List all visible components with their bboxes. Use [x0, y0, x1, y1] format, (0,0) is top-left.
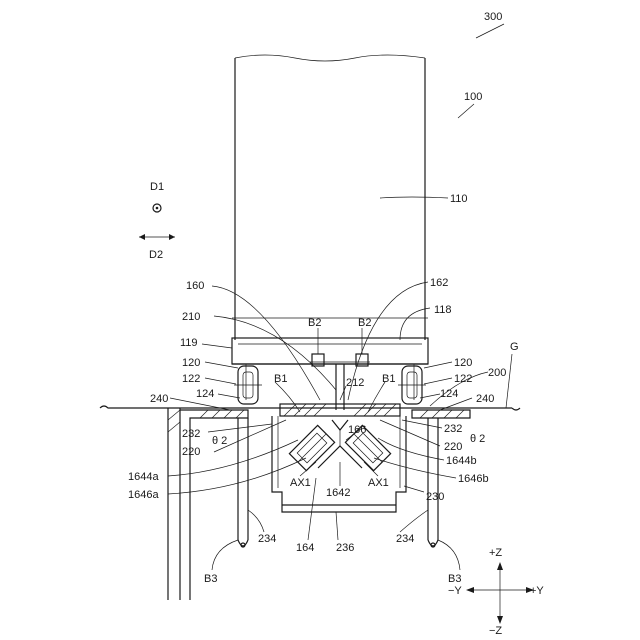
label-162: 162 — [430, 277, 448, 289]
label-232-right: 232 — [444, 423, 462, 435]
label-ax1-left: AX1 — [290, 477, 311, 489]
label-110: 110 — [450, 193, 468, 205]
label-d1: D1 — [150, 181, 164, 193]
base-frame — [232, 338, 428, 400]
label-166: 166 — [348, 424, 366, 436]
label-1642: 1642 — [326, 487, 350, 499]
label-124-right: 124 — [440, 388, 458, 400]
label-300: 300 — [484, 11, 502, 23]
label-b2-right: B2 — [358, 317, 371, 329]
label-122-left: 122 — [182, 373, 200, 385]
label-119: 119 — [180, 337, 198, 349]
anchor-bolt-right — [428, 418, 438, 547]
label-100: 100 — [464, 91, 482, 103]
label-b2-left: B2 — [308, 317, 321, 329]
label-234-right: 234 — [396, 533, 414, 545]
label-b3-right: B3 — [448, 573, 461, 585]
label-plus-z: +Z — [489, 547, 502, 559]
label-124-left: 124 — [196, 388, 214, 400]
label-1644a: 1644a — [128, 471, 159, 483]
label-b1-right: B1 — [382, 373, 395, 385]
frame-240-right — [412, 410, 470, 418]
label-b1-left: B1 — [274, 373, 287, 385]
label-164: 164 — [296, 542, 314, 554]
label-212: 212 — [346, 377, 364, 389]
label-1644b: 1644b — [446, 455, 477, 467]
direction-symbols — [139, 204, 175, 240]
label-210: 210 — [182, 311, 200, 323]
label-minus-z: −Z — [489, 625, 502, 637]
label-d2: D2 — [149, 249, 163, 261]
label-230: 230 — [426, 491, 444, 503]
label-b3-left: B3 — [204, 573, 217, 585]
label-minus-y: −Y — [448, 585, 462, 597]
label-g: G — [510, 341, 519, 353]
label-240-right: 240 — [476, 393, 494, 405]
label-1646a: 1646a — [128, 489, 159, 501]
label-160: 160 — [186, 280, 204, 292]
label-120-right: 120 — [454, 357, 472, 369]
label-ax1-right: AX1 — [368, 477, 389, 489]
center-post — [336, 364, 344, 410]
axis-symbol — [466, 562, 534, 624]
label-120-left: 120 — [182, 357, 200, 369]
label-240-left: 240 — [150, 393, 168, 405]
frame-240-left — [168, 408, 248, 600]
label-200: 200 — [488, 367, 506, 379]
label-220-left: 220 — [182, 446, 200, 458]
label-theta2-left: θ 2 — [212, 435, 227, 447]
plate-200 — [280, 404, 400, 416]
label-234-left: 234 — [258, 533, 276, 545]
label-220-right: 220 — [444, 441, 462, 453]
label-236: 236 — [336, 542, 354, 554]
label-plus-y: +Y — [530, 585, 544, 597]
label-1646b: 1646b — [458, 473, 489, 485]
label-232-left: 232 — [182, 428, 200, 440]
wheel-left — [234, 366, 262, 404]
bearing-left — [289, 425, 334, 470]
label-122-right: 122 — [454, 373, 472, 385]
wheel-right — [398, 366, 426, 404]
label-theta2-right: θ 2 — [470, 433, 485, 445]
label-118: 118 — [434, 304, 452, 316]
